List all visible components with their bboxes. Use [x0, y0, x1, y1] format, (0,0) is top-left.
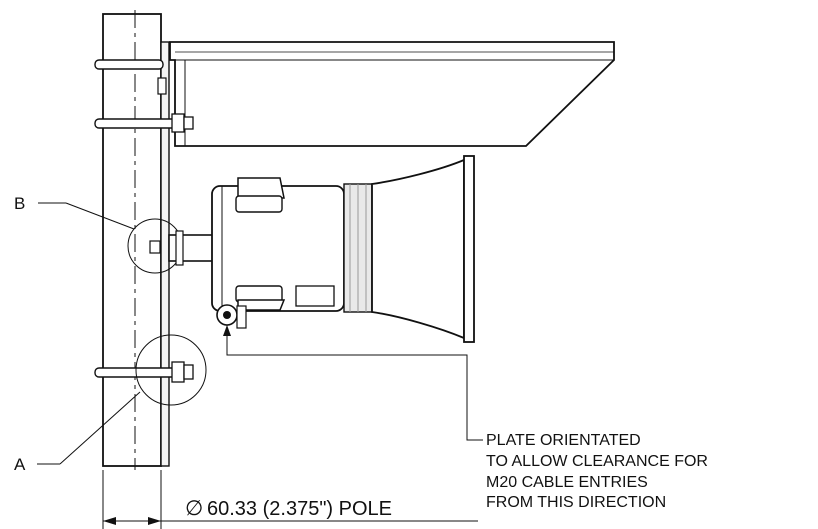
u-bolt-clamp-upper [94, 113, 194, 133]
dimension-line [102, 470, 478, 529]
leader-lines [37, 202, 483, 465]
callout-a-label: A [14, 455, 26, 474]
detail-circle-a [135, 334, 207, 406]
note-line-1: PLATE ORIENTATED [486, 432, 641, 449]
note-line-4: FROM THIS DIRECTION [486, 494, 666, 511]
callout-b-label: B [14, 194, 25, 213]
u-bolt-clamp-top [94, 59, 167, 95]
u-bolt-clamp-lower [94, 361, 194, 383]
canopy-hood [169, 41, 615, 147]
dimension-diameter-symbol: ∅ [185, 497, 203, 520]
pole [102, 10, 170, 470]
dimension-value: 60.33 (2.375") POLE [207, 498, 392, 520]
horn-speaker [211, 155, 475, 343]
note-line-2: TO ALLOW CLEARANCE FOR [486, 453, 708, 470]
note-line-3: M20 CABLE ENTRIES [486, 474, 648, 491]
